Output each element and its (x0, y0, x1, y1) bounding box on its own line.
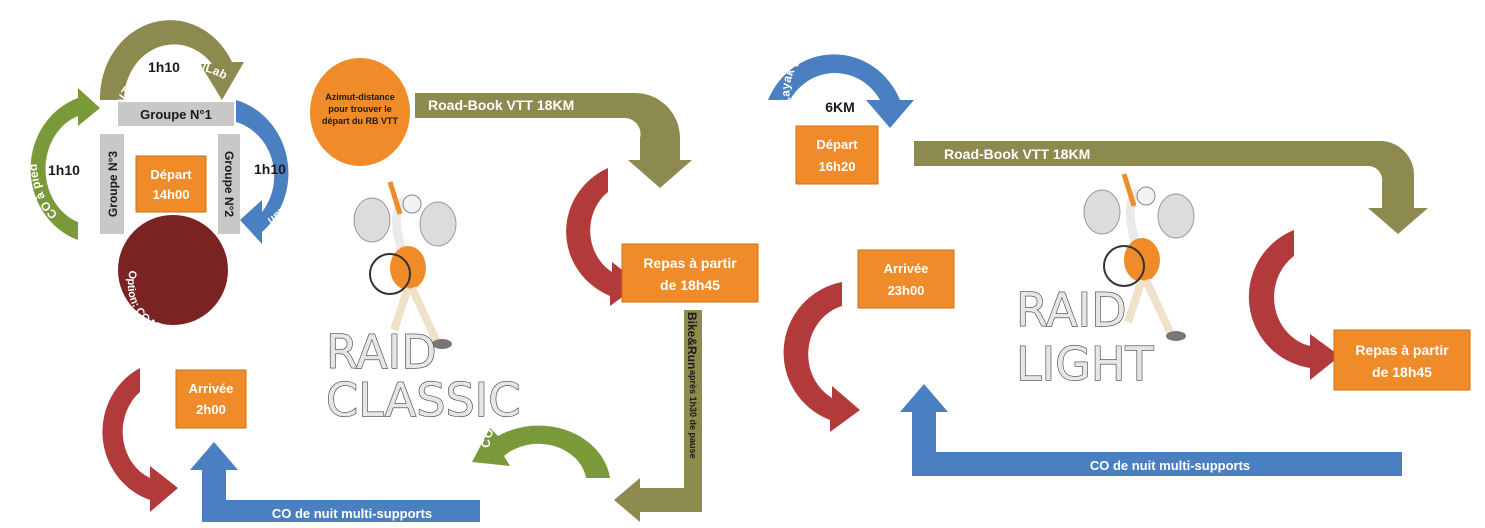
repas-light-line2: de 18h45 (1372, 364, 1432, 380)
repas-light-box (1333, 329, 1471, 391)
roadbook-light-label: Road-Book VTT 18KM (944, 146, 1090, 162)
co-pied-loop-arrow (30, 88, 100, 240)
co-nuit-classic-arrow (190, 442, 480, 522)
co-nuit-classic-label: CO de nuit multi-supports (272, 506, 432, 521)
depart-light-line2: 16h20 (819, 159, 856, 174)
raid-classic-title-2: CLASSIC (326, 373, 520, 427)
roadbook-classic-arrow (415, 93, 692, 188)
group1-label: Groupe N°1 (140, 107, 212, 122)
azimut-circle (310, 58, 410, 166)
co-pied-loop-time: 1h10 (48, 162, 80, 178)
bike-run-note: après 1h30 de pause (688, 370, 698, 459)
co-pied-separes-arrow (472, 425, 610, 478)
depart-light-line1: Départ (816, 137, 858, 152)
option-memo-light-2-arrow (783, 282, 860, 432)
option-memo-classic-2-arrow (102, 368, 178, 512)
repas-classic-box (621, 243, 759, 303)
option-memo-circle (118, 215, 228, 325)
repas-light-line1: Repas à partir (1355, 342, 1449, 358)
arrivee-classic-line2: 2h00 (196, 402, 226, 417)
vtt-loop-time: 1h10 (148, 59, 180, 75)
arrivee-light-box (857, 249, 955, 309)
depart-classic-box (135, 155, 207, 213)
mascot-classic-image (353, 181, 457, 349)
depart-light-box (795, 125, 879, 185)
azimut-line1: Azimut-distance (325, 92, 395, 102)
group3-label: Groupe N°3 (106, 151, 120, 217)
bike-run-label: Bike&Run (685, 312, 699, 369)
depart-classic-line2: 14h00 (153, 187, 190, 202)
paddle-loop-arrow (236, 100, 289, 244)
raid-light-title-2: LIGHT (1016, 337, 1154, 391)
arrivee-classic-line1: Arrivée (189, 381, 234, 396)
group3-box (100, 134, 124, 234)
roadbook-classic-label: Road-Book VTT 18KM (428, 97, 574, 113)
mascot-light-image (1083, 173, 1195, 341)
repas-classic-line2: de 18h45 (660, 277, 720, 293)
repas-classic-line1: Repas à partir (643, 255, 737, 271)
raid-classic-title-1: RAID (326, 325, 437, 379)
azimut-line3: départ du RB VTT (322, 116, 399, 126)
co-nuit-light-label: CO de nuit multi-supports (1090, 458, 1250, 473)
arrivee-classic-box (175, 369, 247, 429)
paddle-loop-time: 1h10 (254, 161, 286, 177)
group1-box (118, 102, 234, 126)
co-nuit-light-arrow (900, 384, 1402, 476)
kayak-run-distance: 6KM (825, 99, 855, 115)
vtt-loop-arrow (99, 20, 244, 100)
group2-box (218, 134, 240, 234)
roadbook-light-arrow (914, 141, 1428, 234)
arrivee-light-line2: 23h00 (888, 283, 925, 298)
kayak-run-arrow (768, 54, 914, 128)
arrivee-light-line1: Arrivée (884, 261, 929, 276)
group2-label: Groupe N°2 (222, 151, 236, 217)
option-memo-classic-2-label: Option: CO MEMO (52, 420, 111, 502)
raid-light-title-1: RAID (1016, 283, 1127, 337)
bike-run-arrow (614, 310, 702, 522)
azimut-line2: pour trouver le (328, 104, 392, 114)
option-memo-light-arrow (1248, 230, 1340, 380)
depart-classic-line1: Départ (150, 167, 192, 182)
